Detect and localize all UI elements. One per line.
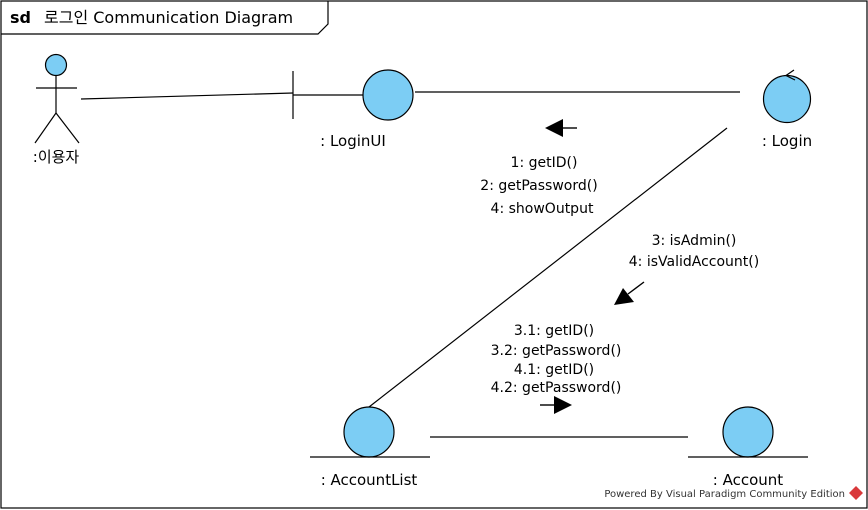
message-label: 2: getPassword() — [480, 178, 597, 194]
message-arrow-down-left-icon — [614, 288, 634, 305]
message-label: 3.1: getID() — [514, 323, 594, 339]
accountlist-label: : AccountList — [321, 471, 418, 489]
message-label: 4: showOutput — [491, 201, 594, 217]
boundary-icon — [362, 69, 414, 121]
message-label: 3.2: getPassword() — [491, 343, 622, 359]
entity-accountlist[interactable]: : AccountList — [310, 406, 430, 489]
actor-label: :이용자 — [33, 148, 80, 166]
message-group-ui-login: 1: getID() 2: getPassword() 4: showOutpu… — [480, 119, 598, 217]
visual-paradigm-logo-icon — [849, 486, 863, 500]
watermark: Powered By Visual Paradigm Community Edi… — [604, 486, 863, 500]
actor-head — [44, 53, 68, 77]
actor-left-leg — [34, 112, 57, 144]
actor-user[interactable]: :이용자 — [33, 53, 80, 167]
message-group-login-accountlist: 3: isAdmin() 4: isValidAccount() — [614, 233, 759, 305]
control-login[interactable]: : Login — [762, 69, 812, 150]
link-actor-loginui — [80, 92, 294, 100]
message-label: 4.1: getID() — [514, 362, 594, 378]
frame-keyword: sd — [10, 8, 31, 27]
message-arrow-left-icon — [545, 119, 563, 137]
loginui-label: : LoginUI — [320, 132, 386, 150]
watermark-text: Powered By Visual Paradigm Community Edi… — [604, 489, 845, 500]
message-arrow-shaft — [627, 281, 645, 295]
message-group-accountlist-account: 3.1: getID() 3.2: getPassword() 4.1: get… — [491, 323, 622, 414]
login-label: : Login — [762, 132, 812, 150]
entity-icon — [343, 406, 395, 458]
message-arrow-right-icon — [554, 396, 572, 414]
message-label: 4: isValidAccount() — [629, 254, 759, 270]
frame-title-tab — [1, 1, 329, 35]
message-label: 3: isAdmin() — [652, 233, 737, 249]
actor-right-leg — [55, 112, 80, 144]
control-icon — [762, 74, 812, 124]
account-label: : Account — [713, 471, 784, 489]
frame-title: 로그인 Communication Diagram — [44, 8, 293, 27]
entity-icon — [722, 406, 774, 458]
message-label: 4.2: getPassword() — [491, 380, 622, 396]
entity-account[interactable]: : Account — [688, 406, 808, 489]
control-arrow-icon — [785, 69, 796, 81]
boundary-loginui[interactable]: : LoginUI — [292, 69, 414, 150]
message-label: 1: getID() — [511, 155, 578, 171]
link-login-accountlist — [368, 127, 728, 408]
